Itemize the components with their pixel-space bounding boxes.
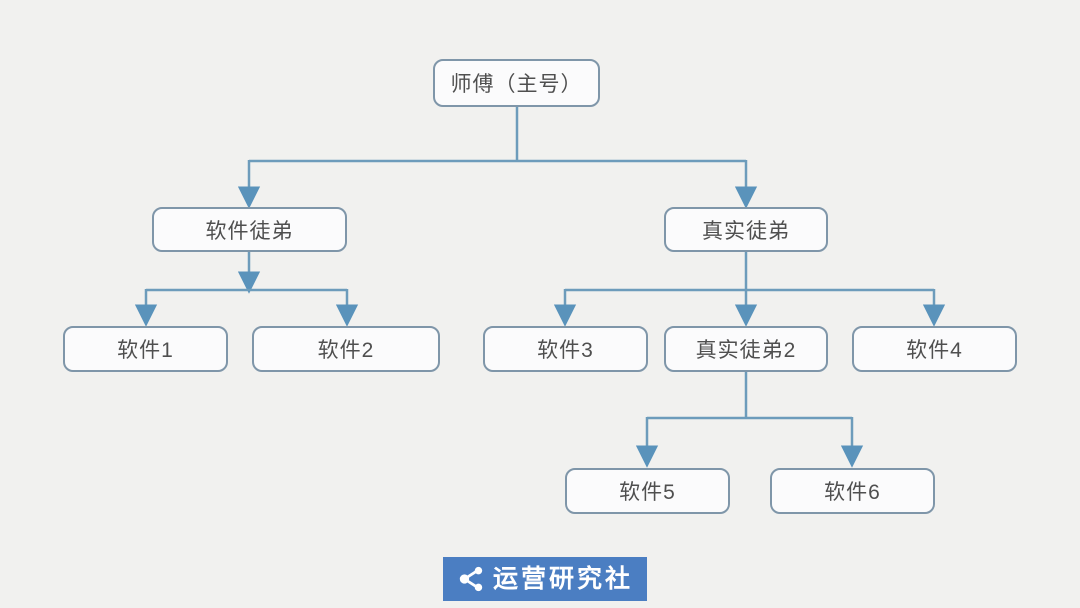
node-real-apprentice-2: 真实徒弟2 (664, 326, 828, 372)
node-software-1: 软件1 (63, 326, 228, 372)
node-master: 师傅（主号） (433, 59, 600, 107)
node-software-apprentice: 软件徒弟 (152, 207, 347, 252)
node-real-apprentice: 真实徒弟 (664, 207, 828, 252)
node-software-6: 软件6 (770, 468, 935, 514)
node-software-4: 软件4 (852, 326, 1017, 372)
footer-logo: 运营研究社 (443, 557, 647, 601)
footer-logo-text: 运营研究社 (492, 564, 633, 593)
connector-lines (134, 107, 946, 468)
share-icon (459, 566, 483, 592)
node-software-2: 软件2 (252, 326, 440, 372)
node-software-3: 软件3 (483, 326, 648, 372)
node-software-5: 软件5 (565, 468, 730, 514)
